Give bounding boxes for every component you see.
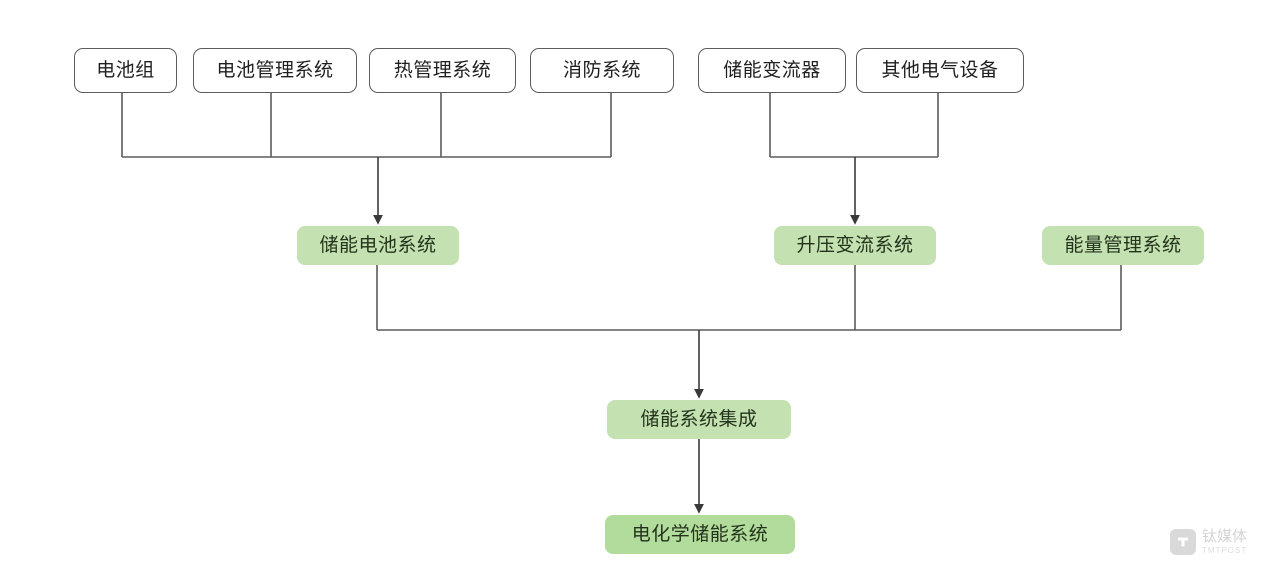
node-boost-converter[interactable]: 升压变流系统	[774, 226, 936, 265]
node-ems-label: 能量管理系统	[1064, 235, 1182, 256]
node-boost-converter-label: 升压变流系统	[796, 235, 914, 256]
node-fire-protection-label: 消防系统	[562, 60, 641, 81]
node-pcs[interactable]: 储能变流器	[698, 48, 846, 93]
node-system-integration[interactable]: 储能系统集成	[607, 400, 791, 439]
node-battery-pack-label: 电池组	[96, 60, 155, 81]
tmtpost-logo-icon	[1170, 529, 1196, 555]
watermark-brand-en: TMTPOST	[1202, 546, 1248, 555]
node-battery-system[interactable]: 储能电池系统	[297, 226, 459, 265]
node-other-electrical[interactable]: 其他电气设备	[856, 48, 1024, 93]
node-other-electrical-label: 其他电气设备	[881, 60, 999, 81]
node-battery-system-label: 储能电池系统	[319, 235, 437, 256]
watermark-brand-cn: 钛媒体	[1202, 528, 1248, 545]
node-fire-protection[interactable]: 消防系统	[530, 48, 674, 93]
node-battery-pack[interactable]: 电池组	[74, 48, 177, 93]
node-bms[interactable]: 电池管理系统	[193, 48, 357, 93]
node-bms-label: 电池管理系统	[216, 60, 334, 81]
node-ems[interactable]: 能量管理系统	[1042, 226, 1204, 265]
node-pcs-label: 储能变流器	[723, 60, 821, 81]
node-ess-output-label: 电化学储能系统	[631, 524, 769, 545]
node-thermal-management-label: 热管理系统	[393, 60, 492, 81]
node-system-integration-label: 储能系统集成	[640, 409, 758, 430]
watermark-text: 钛媒体 TMTPOST	[1202, 529, 1247, 555]
watermark: 钛媒体 TMTPOST	[1170, 529, 1247, 555]
node-ess-output[interactable]: 电化学储能系统	[605, 515, 795, 554]
node-thermal-management[interactable]: 热管理系统	[369, 48, 516, 93]
